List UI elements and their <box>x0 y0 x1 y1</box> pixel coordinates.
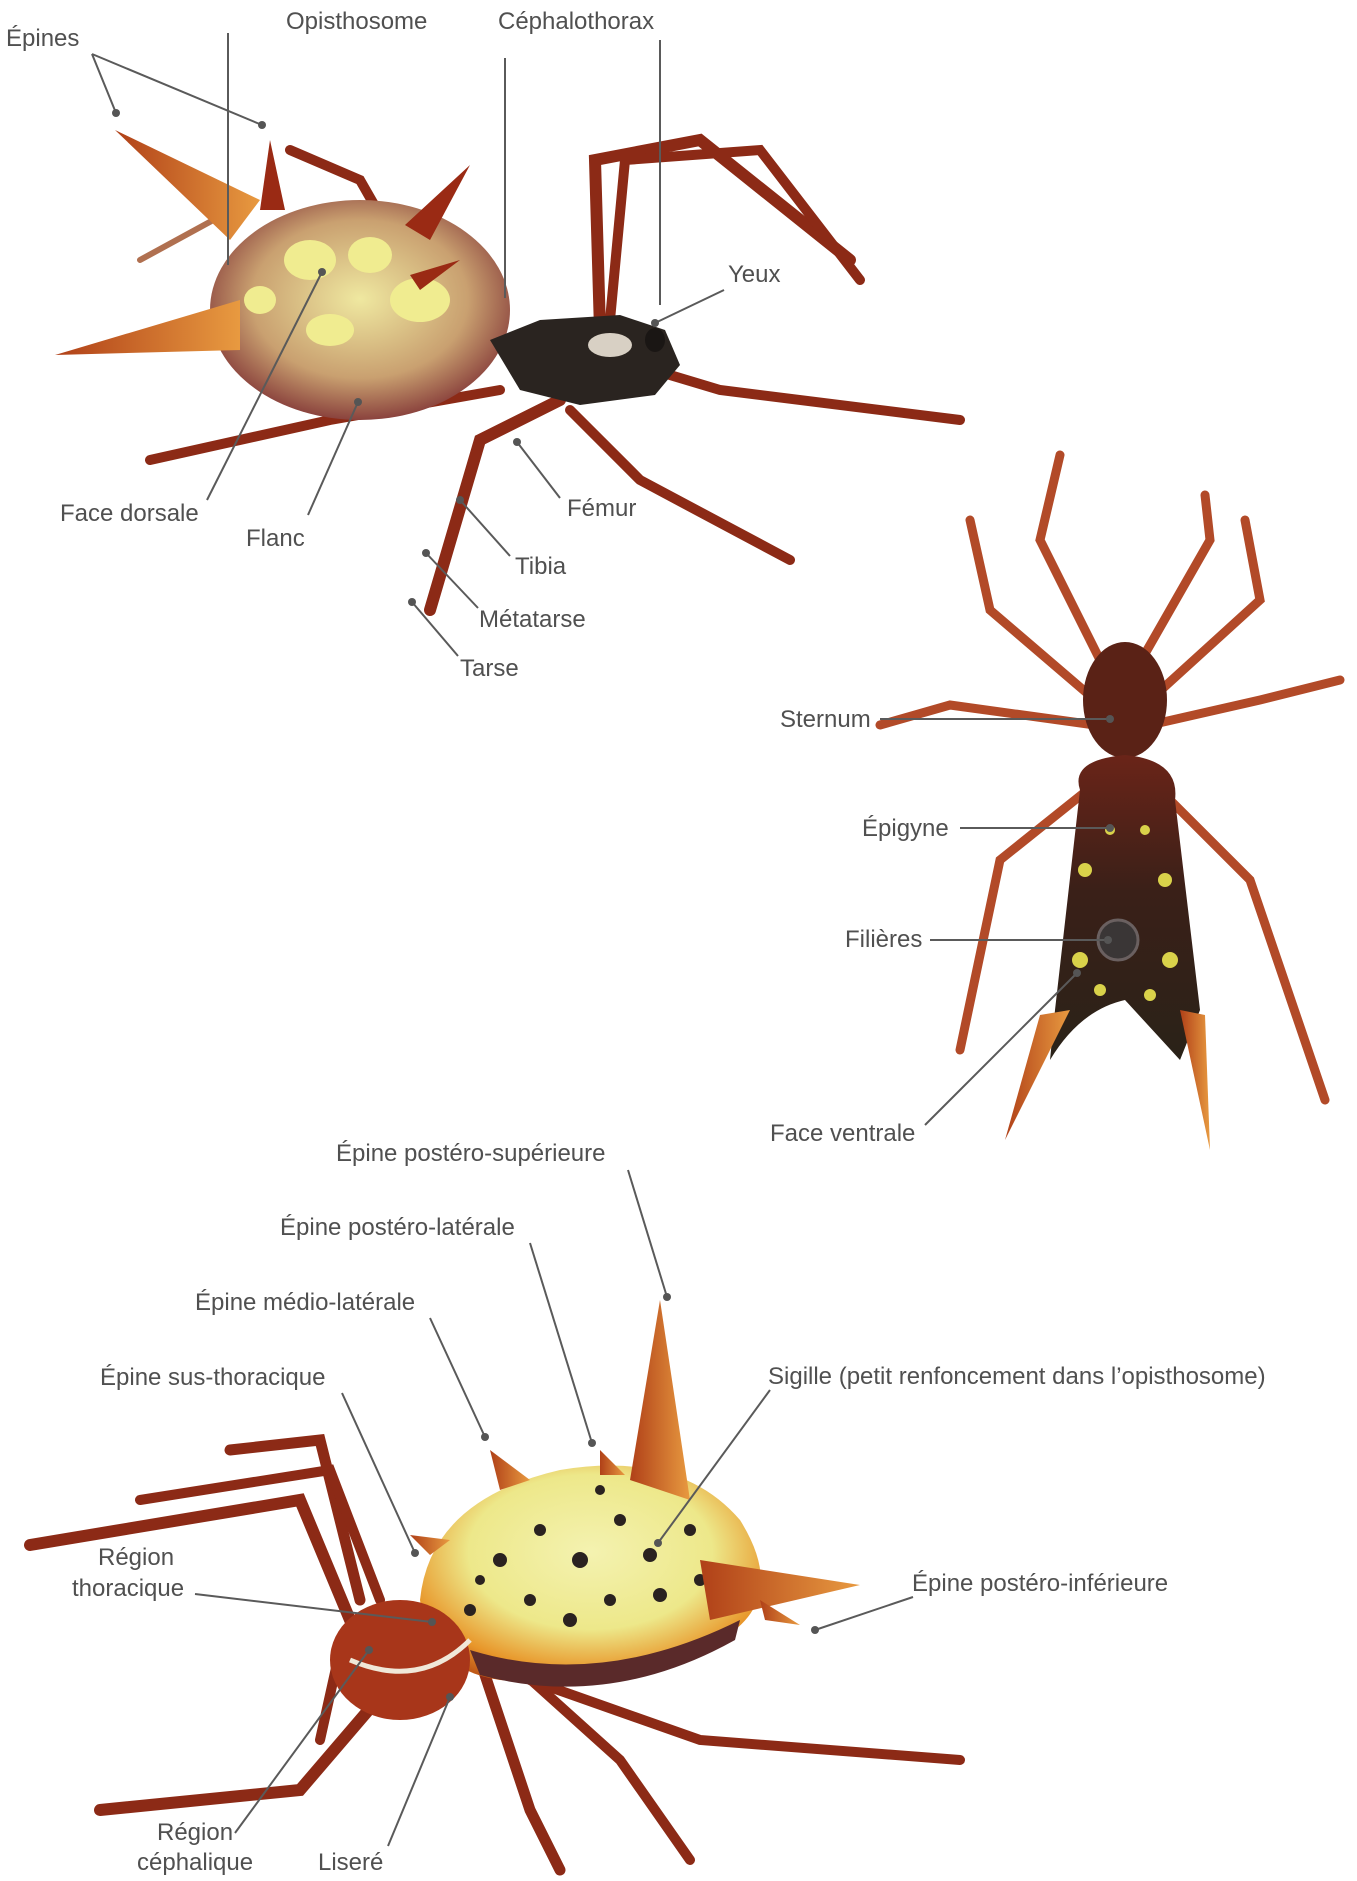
leader-epine-medio-laterale <box>430 1318 485 1437</box>
dot-face-dorsale <box>318 268 326 276</box>
dot-filieres <box>1104 936 1112 944</box>
label-metatarse: Métatarse <box>479 606 586 633</box>
label-tarse: Tarse <box>460 655 519 682</box>
dot-flanc <box>354 398 362 406</box>
label-cephalothorax: Céphalothorax <box>498 8 654 35</box>
leader-tibia <box>460 500 510 556</box>
label-face-dorsale: Face dorsale <box>60 500 199 527</box>
leader-epine-postero-laterale <box>530 1243 592 1443</box>
eyes-shape <box>645 328 665 352</box>
label-region-thoracique-line2: thoracique <box>72 1575 184 1602</box>
label-epine-sus-thoracique: Épine sus-thoracique <box>100 1364 325 1391</box>
label-sigille: Sigille (petit renfoncement dans l’opist… <box>768 1363 1266 1390</box>
dot-metatarse <box>422 549 430 557</box>
dot-epine-postero-superieure <box>663 1293 671 1301</box>
dot-sternum <box>1106 715 1114 723</box>
label-epines: Épines <box>6 25 79 52</box>
label-tibia: Tibia <box>515 553 567 580</box>
dot-yeux <box>651 319 659 327</box>
leader-epine-postero-inferieure <box>815 1597 913 1630</box>
label-epine-postero-superieure: Épine postéro-supérieure <box>336 1140 606 1167</box>
dot-epine-medio-laterale <box>481 1433 489 1441</box>
dot-epigyne <box>1106 824 1114 832</box>
label-epine-medio-laterale: Épine médio-latérale <box>195 1289 415 1316</box>
label-flanc: Flanc <box>246 525 305 552</box>
label-epine-postero-inferieure: Épine postéro-inférieure <box>912 1570 1168 1597</box>
leader-epine-postero-superieure <box>628 1170 667 1297</box>
dot-epine-sus-thoracique <box>411 1549 419 1557</box>
dot-femur <box>513 438 521 446</box>
label-face-ventrale: Face ventrale <box>770 1120 915 1147</box>
dot-epines-1 <box>112 109 120 117</box>
dot-region-thoracique <box>428 1618 436 1626</box>
label-lisere: Liseré <box>318 1849 383 1876</box>
dot-face-ventrale <box>1073 969 1081 977</box>
label-filieres: Filières <box>845 926 922 953</box>
carapace-marking <box>588 333 632 357</box>
label-yeux: Yeux <box>728 261 781 288</box>
spider-ventral-illustration <box>880 455 1340 1150</box>
dot-epine-postero-laterale <box>588 1439 596 1447</box>
dot-epine-postero-inferieure <box>811 1626 819 1634</box>
cephalothorax-shape <box>490 315 680 405</box>
leader-femur <box>517 442 560 498</box>
dot-tibia <box>456 496 464 504</box>
dot-tarse <box>408 598 416 606</box>
label-region-cephalique-line2: céphalique <box>137 1849 253 1876</box>
spider-top-illustration <box>55 130 960 610</box>
label-sternum: Sternum <box>780 706 871 733</box>
dot-lisere <box>446 1693 454 1701</box>
dot-epines-2 <box>258 121 266 129</box>
label-epine-postero-laterale: Épine postéro-latérale <box>280 1214 515 1241</box>
dot-sigille <box>654 1539 662 1547</box>
label-region-cephalique-line1: Région <box>157 1819 233 1846</box>
label-femur: Fémur <box>567 495 636 522</box>
spider-top-spines <box>55 130 260 355</box>
dot-region-cephalique <box>365 1646 373 1654</box>
sternum-shape <box>1083 642 1167 758</box>
label-region-thoracique-line1: Région <box>98 1544 174 1571</box>
label-epigyne: Épigyne <box>862 815 949 842</box>
leader-yeux <box>655 290 724 323</box>
label-opisthosome: Opisthosome <box>286 8 427 35</box>
